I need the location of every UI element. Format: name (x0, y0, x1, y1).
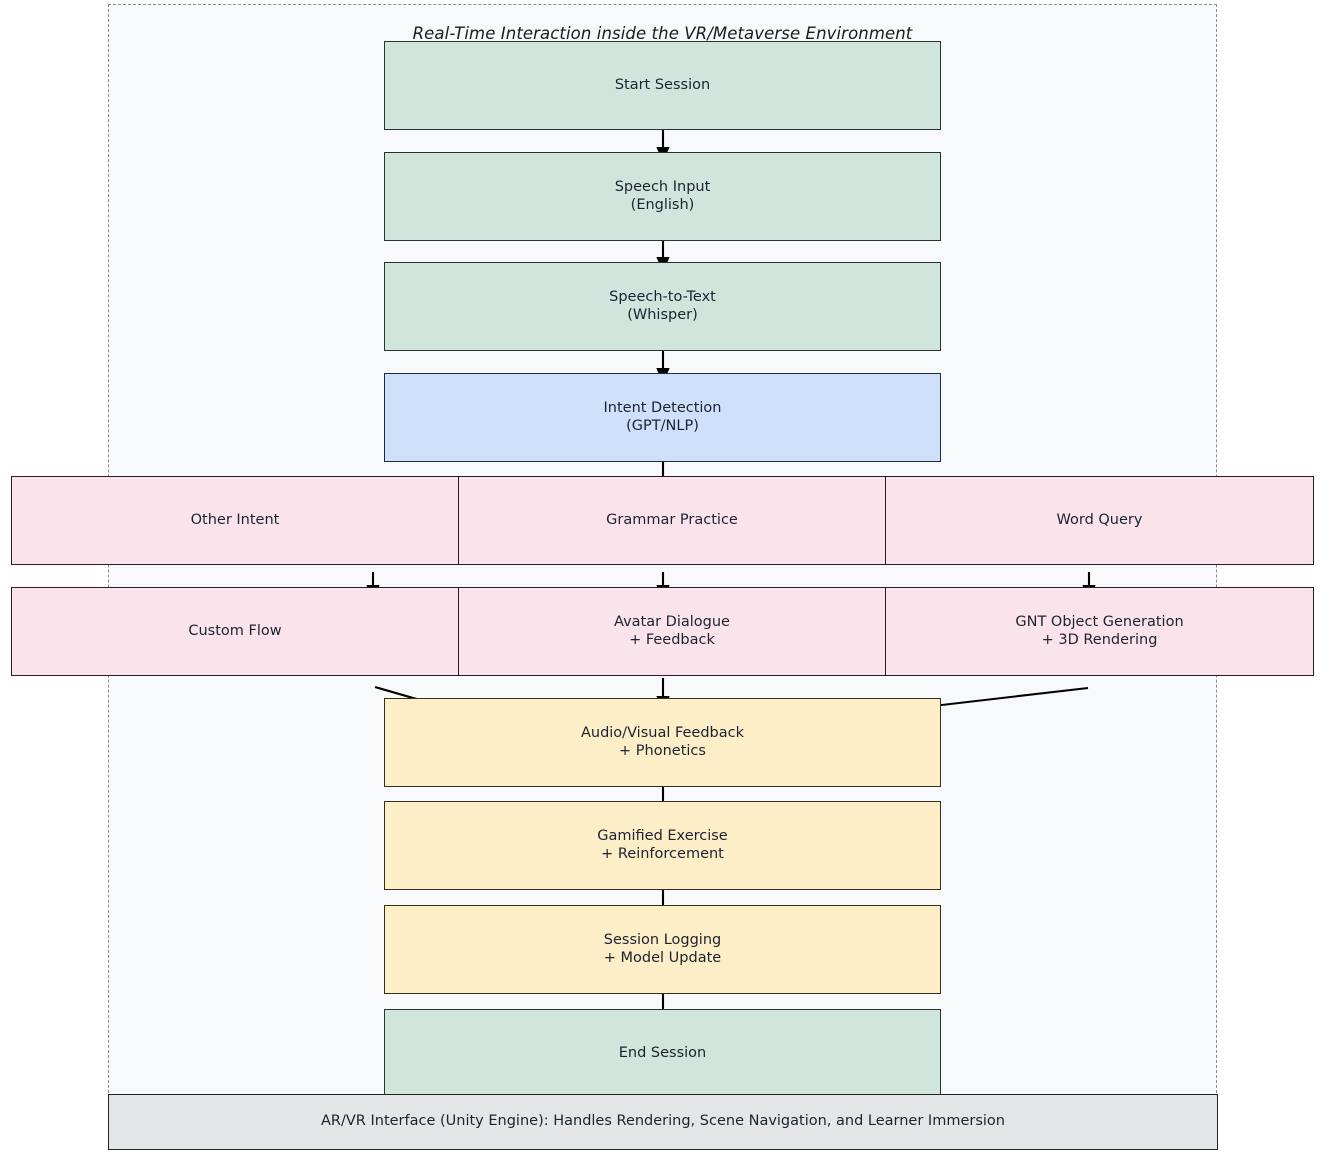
node-label: Word Query (1056, 511, 1143, 528)
node-label: Start Session (614, 76, 711, 93)
node-end-session[interactable]: End Session (384, 1009, 941, 1098)
node-avatar-dialogue[interactable]: Avatar Dialogue + Feedback (458, 587, 886, 676)
node-gamified-exercise[interactable]: Gamified Exercise + Reinforcement (384, 801, 941, 890)
node-label: End Session (618, 1044, 707, 1061)
node-label: Grammar Practice (606, 511, 738, 528)
node-label: Gamified Exercise + Reinforcement (597, 828, 728, 862)
node-label: Custom Flow (188, 622, 282, 639)
node-label: Intent Detection (GPT/NLP) (603, 400, 722, 434)
node-intent-detection[interactable]: Intent Detection (GPT/NLP) (384, 373, 941, 462)
node-other-intent[interactable]: Other Intent (11, 476, 459, 565)
node-label: Session Logging + Model Update (603, 932, 722, 966)
node-label: GNT Object Generation + 3D Rendering (1015, 614, 1184, 648)
node-label: Audio/Visual Feedback + Phonetics (580, 725, 745, 759)
node-label: Speech-to-Text (Whisper) (609, 289, 716, 323)
node-speech-to-text[interactable]: Speech-to-Text (Whisper) (384, 262, 941, 351)
node-custom-flow[interactable]: Custom Flow (11, 587, 459, 676)
node-session-logging[interactable]: Session Logging + Model Update (384, 905, 941, 994)
node-gnt-object-generation[interactable]: GNT Object Generation + 3D Rendering (885, 587, 1314, 676)
node-word-query[interactable]: Word Query (885, 476, 1314, 565)
node-start-session[interactable]: Start Session (384, 41, 941, 130)
node-label: Speech Input (English) (614, 179, 711, 213)
node-audio-visual-feedback[interactable]: Audio/Visual Feedback + Phonetics (384, 698, 941, 787)
node-grammar-practice[interactable]: Grammar Practice (458, 476, 886, 565)
node-speech-input[interactable]: Speech Input (English) (384, 152, 941, 241)
node-label: AR/VR Interface (Unity Engine): Handles … (321, 1113, 1005, 1130)
node-arvr-platform-bar[interactable]: AR/VR Interface (Unity Engine): Handles … (108, 1094, 1218, 1150)
node-label: Other Intent (190, 511, 280, 528)
node-label: Avatar Dialogue + Feedback (614, 614, 730, 648)
